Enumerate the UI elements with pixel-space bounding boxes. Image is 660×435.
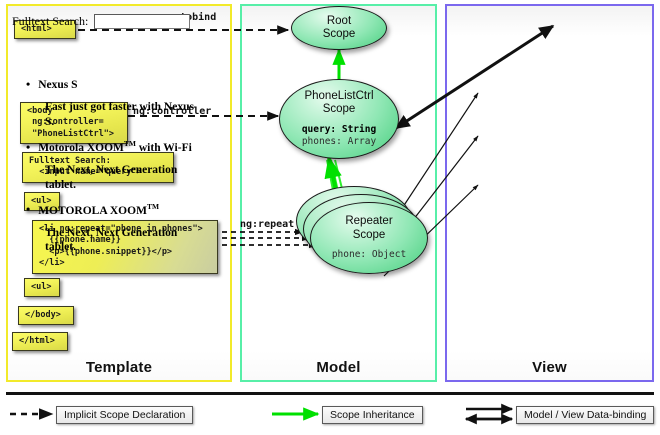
list-item-name: Motorola XOOM — [38, 141, 124, 154]
code-box-ul-close[interactable]: <ul> — [24, 278, 60, 298]
code-box-ul-open[interactable]: <ul> — [24, 192, 60, 212]
panel-view-label: View — [532, 359, 567, 376]
scope-ctrl-title-2: Scope — [322, 103, 356, 116]
panel-view: View — [445, 4, 654, 382]
list-item-suffix: with Wi-Fi — [136, 141, 192, 154]
bullet-icon: • — [26, 202, 31, 217]
code-box-html-close[interactable]: </html> — [12, 332, 68, 352]
scope-repeater-title-1: Repeater — [345, 215, 393, 228]
scope-root-title-2: Scope — [322, 28, 356, 40]
list-item-title: • Motorola XOOMTM with Wi-Fi — [26, 139, 206, 156]
list-item-snippet: Fast just got faster with Nexus S. — [45, 100, 194, 128]
scope-ctrl-prop-query: query: String — [301, 124, 377, 136]
code-box-html-open[interactable]: <html> — [14, 20, 76, 40]
legend-label-implicit-scope-declaration: Implicit Scope Declaration — [56, 406, 194, 424]
trademark-icon: TM — [146, 201, 160, 211]
scope-repeater-title-2: Scope — [352, 228, 386, 241]
panel-template-label: Template — [85, 359, 153, 376]
code-box-body-close[interactable]: </body> — [18, 306, 74, 326]
label-ng-repeat: ng:repeat — [240, 219, 295, 230]
scope-repeater[interactable]: Repeater Scope phone: Object — [310, 202, 428, 274]
list-item-title: • MOTOROLA XOOMTM — [26, 202, 206, 219]
legend-label-scope-inheritance: Scope Inheritance — [322, 406, 423, 424]
bullet-icon: • — [26, 139, 31, 154]
list-item-snippet: The Next, Next Generation tablet. — [45, 226, 178, 254]
scope-root[interactable]: Root Scope — [291, 6, 387, 50]
list-item-snippet: The Next, Next Generation tablet. — [45, 163, 178, 191]
scope-ctrl-title-1: PhoneListCtrl — [304, 89, 374, 102]
view-search-label: Fulltext Search: — [12, 14, 89, 28]
view-phone-list: • Nexus S Fast just got faster with Nexu… — [26, 76, 206, 264]
list-item-name: Nexus S — [38, 78, 78, 91]
list-item-title: • Nexus S — [26, 76, 206, 93]
fulltext-search-input[interactable] — [94, 14, 191, 29]
scope-ctrl-prop-phones: phones: Array — [301, 136, 377, 148]
list-item[interactable]: • MOTOROLA XOOMTM The Next, Next Generat… — [26, 202, 206, 256]
scope-phonelistctrl[interactable]: PhoneListCtrl Scope query: String phones… — [279, 79, 399, 159]
list-item[interactable]: • Motorola XOOMTM with Wi-Fi The Next, N… — [26, 139, 206, 193]
list-item[interactable]: • Nexus S Fast just got faster with Nexu… — [26, 76, 206, 130]
label-ng-controller: ng:controller — [133, 106, 212, 117]
trademark-icon: TM — [123, 138, 136, 148]
code-box-fulltext-search[interactable]: Fulltext Search: <input name="query"> — [22, 152, 174, 183]
bullet-icon: • — [26, 76, 31, 91]
view-search-row: Fulltext Search: — [12, 14, 191, 29]
scope-repeater-prop-phone: phone: Object — [331, 248, 407, 260]
legend-label-model-view-databinding: Model / View Data-binding — [516, 406, 655, 424]
panel-model-label: Model — [316, 359, 361, 376]
legend-divider — [6, 392, 654, 395]
list-item-name: MOTOROLA XOOM — [38, 204, 147, 217]
scope-root-title-1: Root — [326, 14, 352, 27]
panel-view-background — [447, 6, 652, 380]
code-box-li-repeat[interactable]: <li ng:repeat="phone in phones"> {{phone… — [32, 220, 218, 274]
code-box-body-open[interactable]: <body ng:controller= "PhoneListCtrl"> — [20, 102, 128, 145]
